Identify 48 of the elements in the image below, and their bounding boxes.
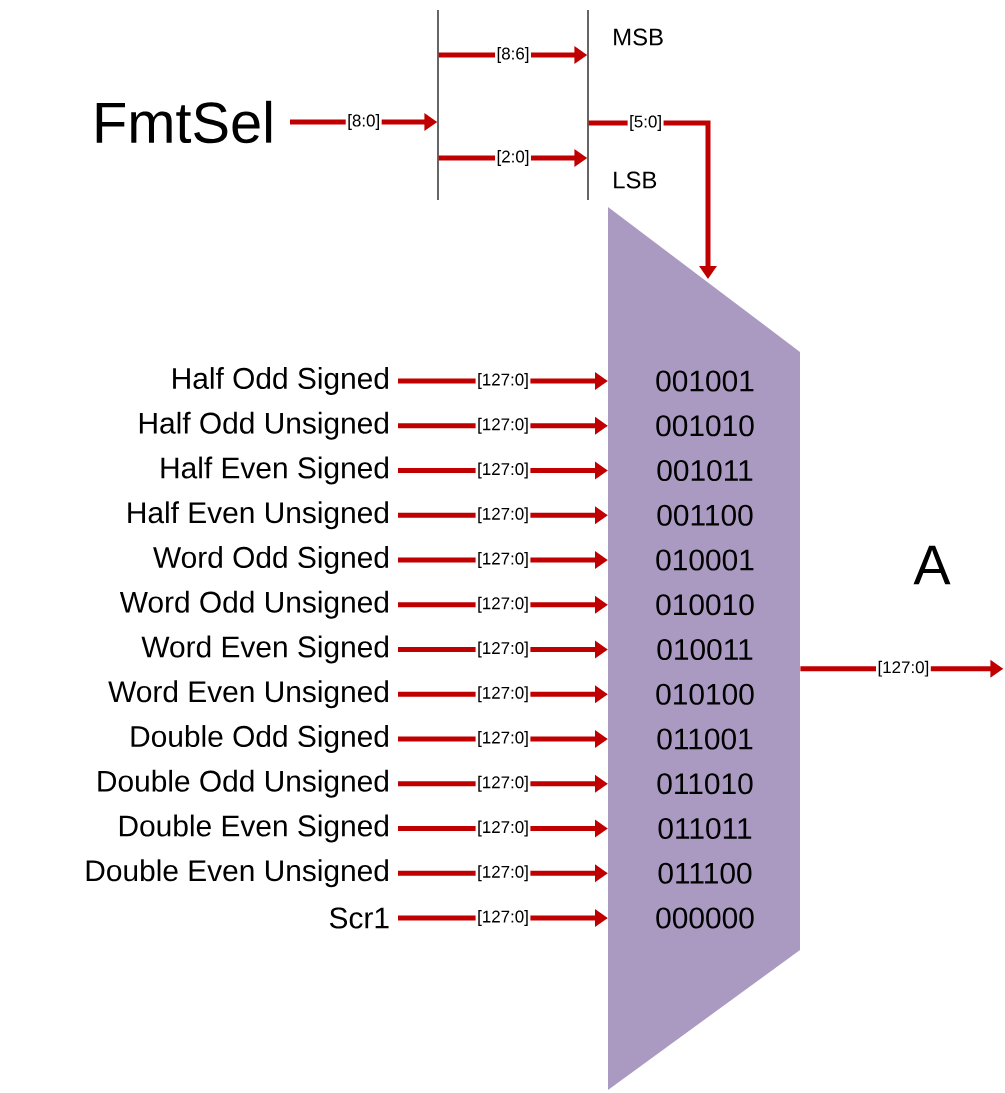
select-code: 011011 xyxy=(658,817,752,840)
bit-label: LSB xyxy=(614,171,657,189)
select-code: 011001 xyxy=(657,728,753,750)
input-name: Half Odd Signed xyxy=(173,367,388,395)
select-code: 010011 xyxy=(657,638,753,661)
select-code: 010001 xyxy=(656,549,754,571)
bit-label: MSB xyxy=(614,28,663,46)
edge-label: [127:0] xyxy=(475,729,531,749)
edge-label: [127:0] xyxy=(475,595,531,615)
edge-label: [127:0] xyxy=(475,416,531,436)
edge-label: [127:0] xyxy=(475,371,531,391)
input-name: Double Even Signed xyxy=(119,814,388,843)
edge-label: [2:0] xyxy=(495,148,531,168)
input-name: Double Odd Signed xyxy=(131,725,388,753)
edge-label: [127:0] xyxy=(475,640,531,659)
input-name: Half Odd Unsigned xyxy=(139,411,388,440)
edge-label: [127:0] xyxy=(475,774,531,794)
select-code: 001010 xyxy=(656,415,754,437)
select-code: 001100 xyxy=(657,504,753,526)
input-name: Half Even Signed xyxy=(161,456,388,485)
output-name: A xyxy=(913,545,951,585)
edge-label: [127:0] xyxy=(475,550,531,570)
select-code: 001011 xyxy=(657,459,753,482)
edge-label: [127:0] xyxy=(475,461,531,480)
input-name: Word Odd Unsigned xyxy=(119,590,388,619)
edge-label: [127:0] xyxy=(475,684,531,704)
edge-label: [127:0] xyxy=(475,505,531,525)
signal-name: FmtSel xyxy=(96,100,272,144)
select-code: 010010 xyxy=(656,594,754,616)
edge-label: [127:0] xyxy=(876,659,931,679)
select-code: 010100 xyxy=(656,683,754,705)
input-name: Word Even Unsigned xyxy=(108,680,388,709)
edge-label: [5:0] xyxy=(627,113,664,133)
edge-label: [127:0] xyxy=(475,819,531,838)
input-name: Scr1 xyxy=(329,907,389,929)
input-name: Double Even Unsigned xyxy=(86,859,388,888)
select-code: 000000 xyxy=(656,907,754,929)
edge-label: [127:0] xyxy=(475,863,531,883)
edge-label: [8:6] xyxy=(495,45,531,65)
input-name: Word Even Signed xyxy=(141,635,389,664)
select-code: 011100 xyxy=(658,862,752,884)
select-code: 001001 xyxy=(656,370,754,392)
input-name: Double Odd Unsigned xyxy=(98,769,388,798)
select-code: 011010 xyxy=(657,773,753,795)
input-name: Word Odd Signed xyxy=(153,546,389,574)
edge-label: [8:0] xyxy=(345,112,382,132)
input-name: Half Even Unsigned xyxy=(128,501,388,530)
edge-label: [127:0] xyxy=(475,908,531,928)
